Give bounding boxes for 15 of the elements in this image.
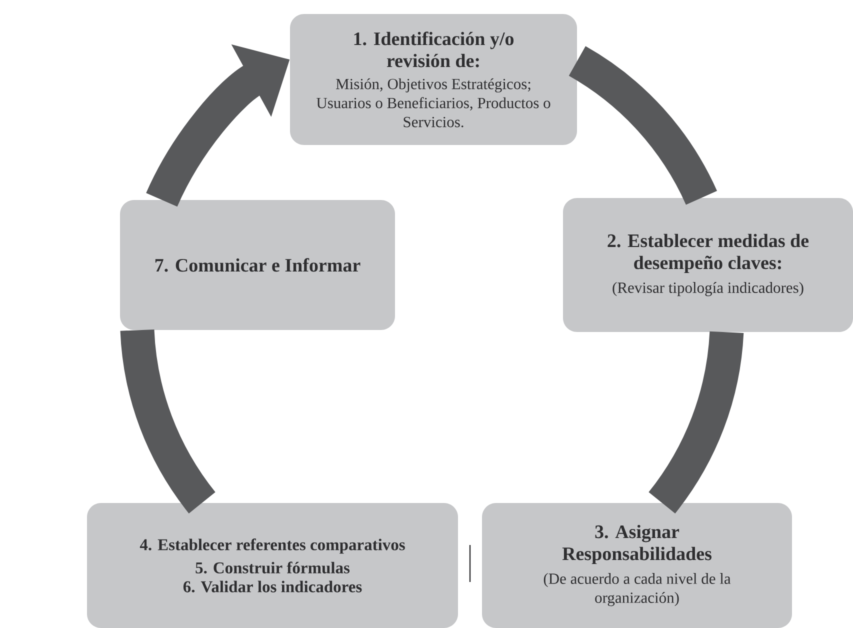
step-heading: 7. Comunicar e Informar (155, 258, 360, 272)
step-description: Misión, Objetivos Estratégicos; Usuarios o Beneficiarios, Productos o Servicios. (316, 78, 550, 128)
step-description: (De acuerdo a cada nivel de la organización) (544, 573, 731, 606)
step-item: 5. Construir fórmulas (196, 562, 350, 574)
step-box (290, 14, 577, 145)
step-description: (Revisar tipología indicadores) (612, 282, 804, 296)
step-item: 4. Establecer referentes comparativos (140, 538, 405, 554)
step-heading: 2. Establecer medidas de desempeño claves: (608, 234, 809, 274)
step-box (482, 502, 792, 628)
step-box (87, 502, 458, 628)
step-heading: 3. Asignar Responsabilidades (562, 524, 712, 564)
step-box (563, 198, 853, 332)
step-box (120, 200, 395, 330)
step-heading: 1. Identificación y/o revisión de: (354, 32, 514, 68)
step-item: 6. Validar los indicadores (183, 580, 362, 592)
